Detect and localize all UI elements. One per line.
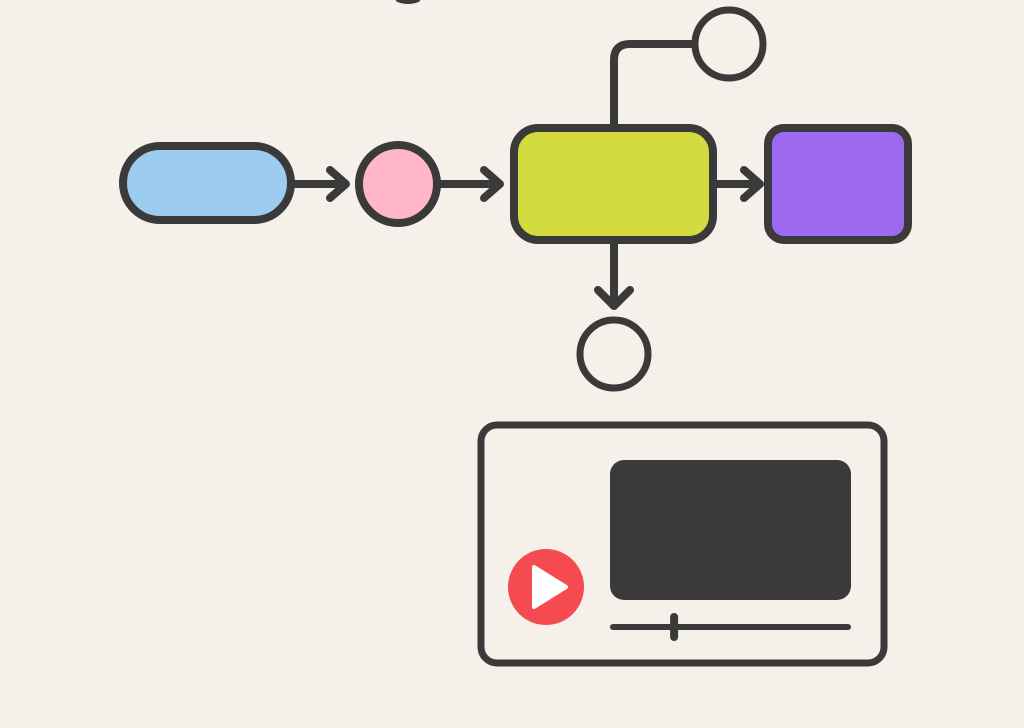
play-button[interactable] (508, 549, 584, 625)
pink-circle-node (355, 141, 441, 227)
process-box-node (510, 124, 717, 244)
connector-box-to-purple (710, 166, 764, 202)
connector-box-to-bottom-circle (594, 236, 634, 310)
connectors (288, 40, 764, 310)
connector-pill-to-circle (288, 166, 350, 202)
purple-box-node (764, 124, 912, 244)
video-player-icon (477, 421, 888, 667)
video-screen (610, 460, 851, 600)
start-pill-node (119, 142, 295, 224)
connector-circle-to-box (436, 166, 504, 202)
bottom-empty-circle-node (576, 316, 652, 392)
top-empty-circle-node (691, 6, 767, 82)
top-edge-mark (396, 0, 420, 4)
connector-box-to-top-circle (610, 40, 698, 130)
play-icon (532, 565, 568, 609)
